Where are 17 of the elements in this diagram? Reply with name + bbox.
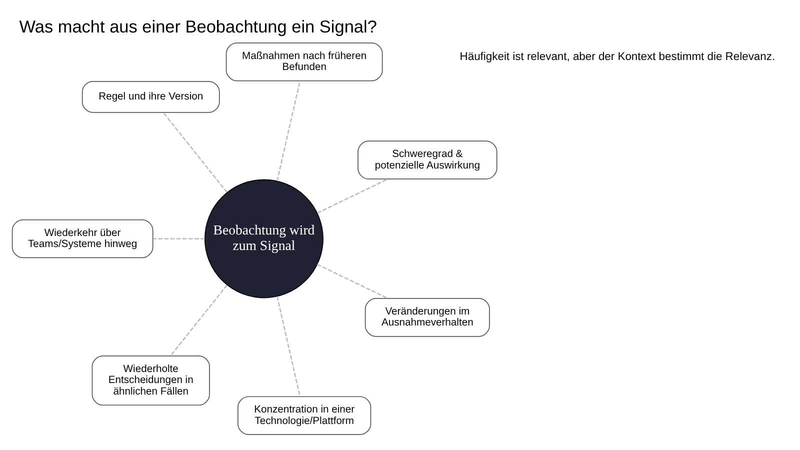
- node-box: Konzentration in einer Technologie/Plattform: [238, 396, 372, 435]
- connector: [316, 264, 388, 299]
- connector: [170, 284, 228, 356]
- connector: [276, 81, 301, 182]
- node-box: Maßnahmen nach früheren Befunden: [226, 42, 383, 82]
- node-box: Regel und ihre Version: [82, 80, 220, 113]
- connector: [162, 112, 228, 193]
- node-box: Wiederkehr über Teams/Systeme hinweg: [12, 219, 154, 258]
- connector: [276, 296, 301, 396]
- diagram-title: Was macht aus einer Beobachtung ein Signal?: [19, 16, 377, 37]
- node-box: Veränderungen im Ausnahmeverhalten: [364, 298, 490, 337]
- connector: [153, 238, 205, 240]
- connector: [316, 178, 388, 214]
- label: Häufigkeit ist relevant, aber der Kontext bestimmt die Relevanz.: [460, 50, 776, 63]
- node-box: Schweregrad & potenzielle Auswirkung: [358, 140, 498, 180]
- node-circle: Beobachtung wird zum Signal: [204, 179, 324, 298]
- node-box: Wiederholte Entscheidungen in ähnlichen Fällen: [92, 356, 210, 406]
